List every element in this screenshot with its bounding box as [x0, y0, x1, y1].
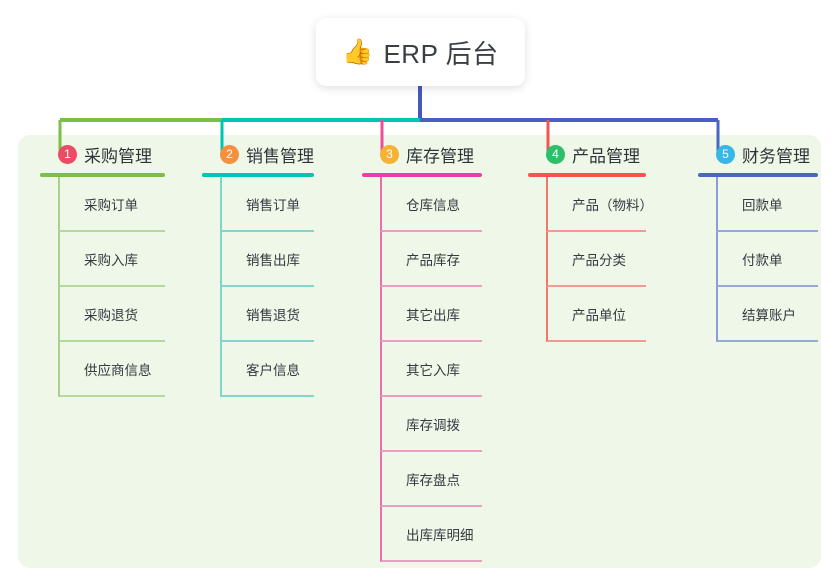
- branch-title-5: 财务管理: [742, 146, 810, 166]
- branch-title-3: 库存管理: [406, 146, 474, 166]
- branch-header-1[interactable]: 1 采购管理: [38, 135, 203, 173]
- branch-rule-2: [202, 173, 314, 177]
- leaf-item[interactable]: 产品库存: [380, 232, 482, 287]
- branch-item-list-2: 销售订单销售出库销售退货客户信息: [220, 177, 360, 397]
- leaf-item[interactable]: 库存盘点: [380, 452, 482, 507]
- branch-header-5[interactable]: 5 财务管理: [696, 135, 839, 173]
- leaf-item[interactable]: 供应商信息: [58, 342, 165, 397]
- leaf-item[interactable]: 付款单: [716, 232, 818, 287]
- branch-rule-3: [362, 173, 482, 177]
- leaf-item[interactable]: 采购退货: [58, 287, 165, 342]
- leaf-item[interactable]: 其它出库: [380, 287, 482, 342]
- thumbs-up-icon: 👍: [342, 37, 374, 66]
- branch-column-3: 3 库存管理仓库信息产品库存其它出库其它入库库存调拨库存盘点出库库明细: [360, 135, 525, 562]
- branch-item-list-3: 仓库信息产品库存其它出库其它入库库存调拨库存盘点出库库明细: [380, 177, 525, 562]
- branch-badge-2: 2: [220, 144, 239, 164]
- leaf-item[interactable]: 销售订单: [220, 177, 314, 232]
- leaf-item[interactable]: 库存调拨: [380, 397, 482, 452]
- leaf-item[interactable]: 产品分类: [546, 232, 646, 287]
- branch-column-2: 2 销售管理销售订单销售出库销售退货客户信息: [200, 135, 360, 397]
- branch-badge-5: 5: [716, 144, 735, 164]
- branch-item-list-4: 产品（物料）产品分类产品单位: [546, 177, 691, 342]
- branch-title-2: 销售管理: [246, 146, 314, 166]
- branch-badge-1: 1: [58, 144, 77, 164]
- leaf-item[interactable]: 采购订单: [58, 177, 165, 232]
- leaf-item[interactable]: 销售出库: [220, 232, 314, 287]
- branch-rule-1: [40, 173, 165, 177]
- leaf-item[interactable]: 产品单位: [546, 287, 646, 342]
- leaf-item[interactable]: 采购入库: [58, 232, 165, 287]
- root-node-card[interactable]: 👍 ERP 后台: [316, 18, 525, 86]
- leaf-item[interactable]: 结算账户: [716, 287, 818, 342]
- leaf-item[interactable]: 其它入库: [380, 342, 482, 397]
- branch-columns: 1 采购管理采购订单采购入库采购退货供应商信息 2 销售管理销售订单销售出库销售退货客…: [18, 135, 821, 568]
- branch-rule-5: [698, 173, 818, 177]
- branch-column-4: 4 产品管理产品（物料）产品分类产品单位: [526, 135, 691, 342]
- mindmap-panel: [18, 135, 821, 568]
- branch-rule-4: [528, 173, 646, 177]
- branch-title-4: 产品管理: [572, 146, 640, 166]
- branch-badge-3: 3: [380, 144, 399, 164]
- leaf-item[interactable]: 产品（物料）: [546, 177, 653, 232]
- leaf-item[interactable]: 出库库明细: [380, 507, 482, 562]
- page-title: ERP 后台: [383, 38, 499, 69]
- leaf-item[interactable]: 回款单: [716, 177, 818, 232]
- branch-column-1: 1 采购管理采购订单采购入库采购退货供应商信息: [38, 135, 203, 397]
- leaf-item[interactable]: 销售退货: [220, 287, 314, 342]
- branch-header-2[interactable]: 2 销售管理: [200, 135, 360, 173]
- leaf-item[interactable]: 客户信息: [220, 342, 314, 397]
- branch-column-5: 5 财务管理回款单付款单结算账户: [696, 135, 839, 342]
- branch-badge-4: 4: [546, 144, 565, 164]
- branch-item-list-5: 回款单付款单结算账户: [716, 177, 839, 342]
- branch-item-list-1: 采购订单采购入库采购退货供应商信息: [58, 177, 203, 397]
- branch-header-3[interactable]: 3 库存管理: [360, 135, 525, 173]
- branch-header-4[interactable]: 4 产品管理: [526, 135, 691, 173]
- leaf-item[interactable]: 仓库信息: [380, 177, 482, 232]
- branch-title-1: 采购管理: [84, 146, 152, 166]
